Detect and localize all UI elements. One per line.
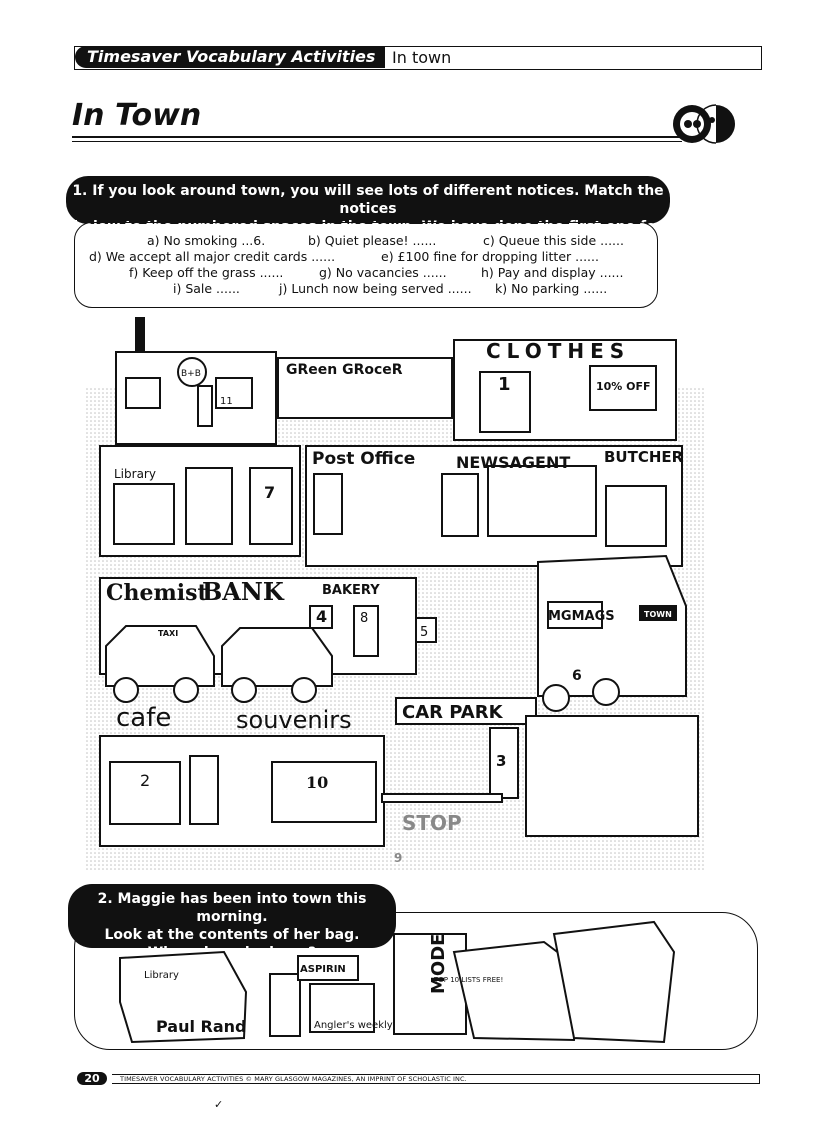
title-rule-thin bbox=[72, 141, 682, 142]
notice-a: a) No smoking ...6. bbox=[147, 233, 266, 248]
number-11: 11 bbox=[220, 396, 233, 407]
task2-line1: 2. Maggie has been into town this mornin… bbox=[97, 891, 367, 925]
bakery-sign: BAKERY bbox=[322, 583, 380, 598]
number-9: 9 bbox=[394, 851, 402, 865]
task2-instruction: 2. Maggie has been into town this mornin… bbox=[68, 884, 396, 961]
title-rule bbox=[72, 136, 682, 138]
bb-sign: B+B bbox=[181, 369, 201, 379]
bag-anglers-weekly: Angler's weekly bbox=[314, 1020, 393, 1031]
topic-label: In town bbox=[392, 48, 452, 67]
task1-line2: below to the numbered spaces in the town… bbox=[73, 219, 663, 253]
task1-instruction: 1. If you look around town, you will see… bbox=[66, 176, 670, 253]
magazines-sign: MGMAGS bbox=[548, 609, 615, 624]
greengrocer-sign: GReen GRoceR bbox=[286, 362, 403, 378]
bank-sign: BANK bbox=[202, 577, 285, 606]
number-10: 10 bbox=[306, 773, 328, 792]
page-title: In Town bbox=[72, 98, 202, 133]
offer-sign: 10% OFF bbox=[596, 380, 651, 393]
bag-aspirin: ASPIRIN bbox=[300, 964, 346, 975]
number-6: 6 bbox=[572, 668, 582, 684]
notice-k: k) No parking ...... bbox=[495, 281, 608, 296]
notice-c: c) Queue this side ...... bbox=[483, 233, 624, 248]
bag-author: Paul Rand bbox=[156, 1017, 247, 1036]
clothes-sign: CLOTHES bbox=[486, 339, 630, 363]
car-park-sign: CAR PARK bbox=[402, 702, 504, 723]
series-title: Timesaver Vocabulary Activities bbox=[75, 46, 386, 68]
stop-marking: STOP bbox=[402, 811, 462, 835]
post-office-sign: Post Office bbox=[312, 449, 415, 469]
number-8: 8 bbox=[360, 611, 368, 626]
notice-f: f) Keep off the grass ...... bbox=[129, 265, 284, 280]
notices-box: a) No smoking ...6. b) Quiet please! ...… bbox=[74, 222, 658, 308]
notice-e: e) £100 fine for dropping litter ...... bbox=[381, 249, 599, 264]
butcher-sign: BUTCHER bbox=[604, 448, 684, 466]
bag-contents-illustration: Library Paul Rand ASPIRIN Angler's weekl… bbox=[119, 920, 676, 1044]
newsagent-sign: NEWSAGENT bbox=[456, 453, 570, 472]
taxi-label: TAXI bbox=[158, 629, 178, 638]
page-number: 20 bbox=[77, 1072, 107, 1085]
notice-h: h) Pay and display ...... bbox=[481, 265, 624, 280]
town-sign: TOWN bbox=[644, 610, 672, 619]
notice-d: d) We accept all major credit cards ....… bbox=[89, 249, 336, 264]
level-face-icon bbox=[673, 104, 735, 144]
number-3: 3 bbox=[496, 752, 506, 770]
number-2: 2 bbox=[140, 771, 150, 790]
task1-line1: 1. If you look around town, you will see… bbox=[72, 183, 664, 217]
tick-mark: ✓ bbox=[214, 1098, 224, 1111]
series-header: Timesaver Vocabulary Activities In town bbox=[74, 46, 762, 70]
number-5: 5 bbox=[420, 625, 428, 640]
notice-j: j) Lunch now being served ...... bbox=[279, 281, 472, 296]
souvenirs-sign: souvenirs bbox=[236, 706, 352, 734]
notice-i: i) Sale ...... bbox=[173, 281, 240, 296]
cafe-sign: cafe bbox=[116, 703, 171, 733]
town-illustration: B+B GReen GRoceR CLOTHES 10% OFF 11 1 Li… bbox=[86, 317, 704, 872]
footer-credit: TIMESAVER VOCABULARY ACTIVITIES © MARY G… bbox=[120, 1075, 467, 1083]
bag-library-book: Library bbox=[144, 970, 179, 981]
bag-top-ten: TOP 10 LISTS FREE! bbox=[433, 976, 503, 984]
footer-rule bbox=[112, 1074, 760, 1084]
notice-b: b) Quiet please! ...... bbox=[308, 233, 437, 248]
task2-line2: Look at the contents of her bag. bbox=[104, 927, 360, 943]
notice-g: g) No vacancies ...... bbox=[319, 265, 447, 280]
library-sign: Library bbox=[114, 467, 156, 481]
number-1: 1 bbox=[498, 374, 511, 395]
number-4: 4 bbox=[316, 607, 327, 626]
bag-frame bbox=[74, 912, 758, 1050]
chemist-sign: Chemist bbox=[106, 580, 209, 606]
bag-mode-magazine: MODE bbox=[428, 934, 449, 994]
number-7: 7 bbox=[264, 483, 275, 502]
